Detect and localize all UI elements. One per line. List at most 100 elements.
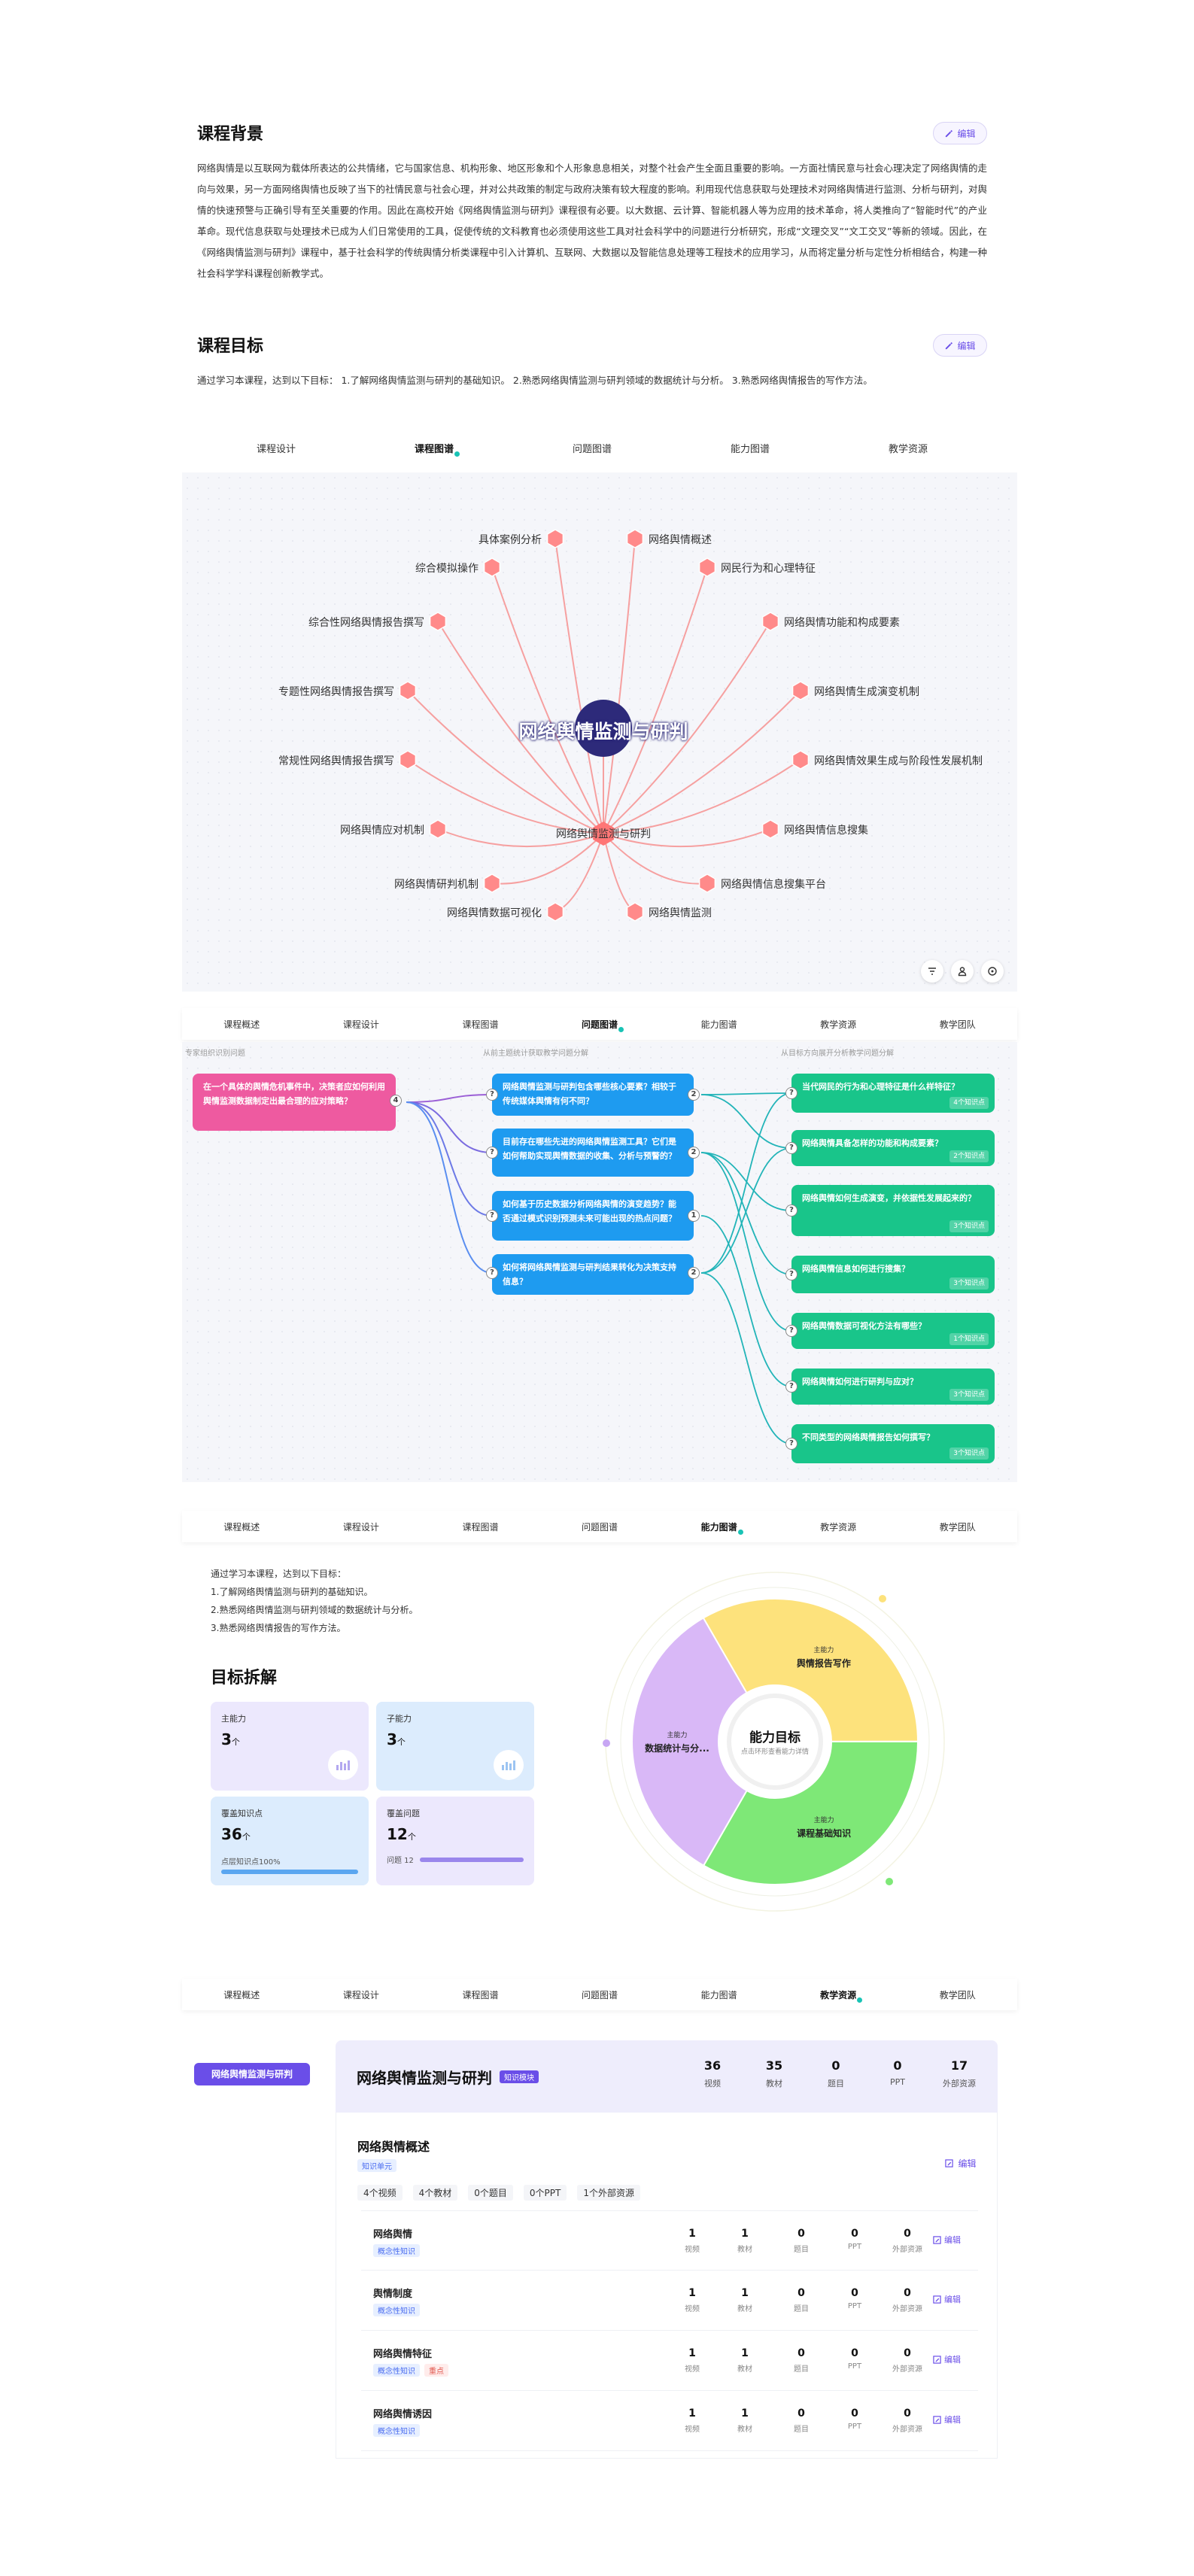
tab-teaching-resources[interactable]: 教学资源 xyxy=(779,1988,898,2003)
graph-node[interactable] xyxy=(429,819,447,839)
graph-node[interactable] xyxy=(429,612,447,631)
graph-node-label[interactable]: 网络舆情概述 xyxy=(649,534,712,546)
tab-overview[interactable]: 课程概述 xyxy=(223,1521,260,1533)
graph-node-label[interactable]: 网络舆情应对机制 xyxy=(340,825,424,837)
course-graph-canvas[interactable]: 具体案例分析网络舆情概述综合模拟操作网民行为和心理特征综合性网络舆情报告撰写网络… xyxy=(182,472,1017,992)
stat-card-problems[interactable]: 覆盖问题 12个 问题 12 xyxy=(376,1797,534,1885)
resource-sidebar-item[interactable]: 网络舆情监测与研判 xyxy=(194,2063,310,2085)
graph-node-label[interactable]: 具体案例分析 xyxy=(479,534,542,546)
donut-slice[interactable] xyxy=(631,1617,748,1867)
user-icon[interactable] xyxy=(951,960,974,983)
graph-node[interactable] xyxy=(791,681,810,700)
filter-icon[interactable] xyxy=(921,960,943,983)
tab-problem-graph[interactable]: 问题图谱 xyxy=(582,1989,618,2000)
level3-question-card[interactable]: 网络舆情信息如何进行搜集？3个知识点? xyxy=(785,1256,995,1293)
tab-teaching-team[interactable]: 教学团队 xyxy=(939,1989,976,2000)
tab-course-graph[interactable]: 课程图谱 xyxy=(355,441,513,457)
graph-node[interactable] xyxy=(399,750,417,770)
graph-node-label[interactable]: 综合模拟操作 xyxy=(415,563,479,575)
graph-node[interactable] xyxy=(698,873,716,893)
tab-overview[interactable]: 课程概述 xyxy=(223,1019,260,1030)
tab-course-graph[interactable]: 课程图谱 xyxy=(462,1019,499,1030)
graph-node[interactable] xyxy=(483,873,501,893)
problem-graph-canvas[interactable]: 专家组织识别问题 从前主题统计获取教学问题分解 从目标方向展开分析教学问题分解 … xyxy=(182,1042,1017,1482)
stat-card-knowledge[interactable]: 覆盖知识点 36个 点层知识点100% xyxy=(211,1797,369,1885)
resource-row-edit-button[interactable]: 编辑 xyxy=(933,2353,961,2365)
level3-question-card[interactable]: 网络舆情数据可视化方法有哪些？1个知识点? xyxy=(785,1313,995,1349)
level2-question-card[interactable]: 目前存在哪些先进的网络舆情监测工具？它们是如何帮助实现舆情数据的收集、分析与预警… xyxy=(486,1129,700,1177)
tab-teaching-team[interactable]: 教学团队 xyxy=(939,1521,976,1533)
graph-node-label[interactable]: 网络舆情效果生成与阶段性发展机制 xyxy=(814,755,983,767)
graph-center-node[interactable] xyxy=(575,700,632,757)
graph-node[interactable] xyxy=(483,557,501,577)
tab-ability-graph[interactable]: 能力图谱 xyxy=(700,1019,737,1030)
level2-question-card[interactable]: 如何基于历史数据分析网络舆情的演变趋势？能否通过模式识别预测未来可能出现的热点问… xyxy=(486,1191,700,1241)
level3-question-card[interactable]: 当代网民的行为和心理特征是什么样特征？4个知识点? xyxy=(785,1074,995,1113)
donut-slice[interactable] xyxy=(702,1740,919,1885)
graph-edge xyxy=(437,621,604,834)
graph-node-label[interactable]: 常规性网络舆情报告撰写 xyxy=(278,755,394,767)
graph-node-label[interactable]: 网络舆情信息搜集平台 xyxy=(721,879,826,891)
target-icon[interactable] xyxy=(981,960,1004,983)
level3-question-card[interactable]: 不同类型的网络舆情报告如何撰写？3个知识点? xyxy=(785,1424,995,1463)
stat-card-sub-ability[interactable]: 子能力 3个 xyxy=(376,1702,534,1791)
graph-node[interactable] xyxy=(761,612,779,631)
level2-question-card[interactable]: 如何将网络舆情监测与研判结果转化为决策支持信息？2? xyxy=(486,1254,700,1295)
tab-ability-graph[interactable]: 能力图谱 xyxy=(700,1989,737,2000)
tab-course-design[interactable]: 课程设计 xyxy=(342,1521,379,1533)
level3-question-card[interactable]: 网络舆情具备怎样的功能和构成要素？2个知识点? xyxy=(785,1130,995,1166)
tab-problem-graph[interactable]: 问题图谱 xyxy=(582,1521,618,1533)
tab-course-design[interactable]: 课程设计 xyxy=(342,1019,379,1030)
graph-node[interactable] xyxy=(791,750,810,770)
level3-question-card[interactable]: 网络舆情如何生成演变，并依据性发展起来的？3个知识点? xyxy=(785,1185,995,1236)
graph-node[interactable] xyxy=(626,902,644,922)
donut-slice[interactable] xyxy=(702,1598,919,1742)
stat-card-main-ability[interactable]: 主能力 3个 xyxy=(211,1702,369,1791)
tab-problem-graph[interactable]: 问题图谱 xyxy=(540,1018,660,1032)
graph-node-label[interactable]: 专题性网络舆情报告撰写 xyxy=(278,686,394,698)
tab-teaching-resources[interactable]: 教学资源 xyxy=(820,1521,857,1533)
level3-question-card[interactable]: 网络舆情如何进行研判与应对？3个知识点? xyxy=(785,1368,995,1405)
resource-row-edit-button[interactable]: 编辑 xyxy=(933,2413,961,2426)
graph-hub-node[interactable] xyxy=(593,822,614,846)
tab-teaching-resources[interactable]: 教学资源 xyxy=(888,443,928,455)
donut-center[interactable] xyxy=(722,1688,828,1795)
tab-teaching-resources[interactable]: 教学资源 xyxy=(820,1019,857,1030)
graph-node-label[interactable]: 网络舆情数据可视化 xyxy=(447,907,542,919)
resource-row-edit-button[interactable]: 编辑 xyxy=(933,2293,961,2305)
tab-problem-graph[interactable]: 问题图谱 xyxy=(572,443,612,455)
resource-row-edit-button[interactable]: 编辑 xyxy=(933,2234,961,2246)
graph-node[interactable] xyxy=(698,557,716,577)
level2-question-card[interactable]: 网络舆情监测与研判包含哪些核心要素？相较于传统媒体舆情有何不同？2? xyxy=(486,1074,700,1116)
graph-node[interactable] xyxy=(761,819,779,839)
background-edit-button[interactable]: 编辑 xyxy=(933,122,987,144)
graph-node-label[interactable]: 网络舆情研判机制 xyxy=(394,879,479,891)
goals-edit-button[interactable]: 编辑 xyxy=(933,334,987,357)
tab-course-graph[interactable]: 课程图谱 xyxy=(462,1989,499,2000)
tab-overview[interactable]: 课程概述 xyxy=(223,1989,260,2000)
root-question-card[interactable]: 在一个具体的舆情危机事件中，决策者应如何利用舆情监测数据制定出最合理的应对策略？… xyxy=(193,1074,402,1131)
graph-node-label[interactable]: 网络舆情监测 xyxy=(649,907,712,919)
graph-node-label[interactable]: 综合性网络舆情报告撰写 xyxy=(308,617,424,629)
tab-course-graph[interactable]: 课程图谱 xyxy=(462,1521,499,1533)
graph-edge xyxy=(603,833,708,885)
tab-course-design[interactable]: 课程设计 xyxy=(256,443,296,455)
graph-node-label[interactable]: 网民行为和心理特征 xyxy=(721,563,816,575)
graph-node-label[interactable]: 网络舆情信息搜集 xyxy=(784,825,868,837)
tab-ability-graph[interactable]: 能力图谱 xyxy=(730,443,770,455)
ability-donut[interactable]: 主能力舆情报告写作主能力课程基础知识主能力数据统计与分... 能力目标 点击环形… xyxy=(579,1569,971,1915)
tab-course-design[interactable]: 课程设计 xyxy=(342,1989,379,2000)
graph-node[interactable] xyxy=(399,681,417,700)
graph-node-label[interactable]: 网络舆情功能和构成要素 xyxy=(784,617,900,629)
resource-section-edit-button[interactable]: 编辑 xyxy=(938,2152,983,2174)
graph-node[interactable] xyxy=(546,529,564,548)
tab-teaching-team[interactable]: 教学团队 xyxy=(939,1019,976,1030)
graph-node-label[interactable]: 网络舆情生成演变机制 xyxy=(814,686,919,698)
graph-node[interactable] xyxy=(546,902,564,922)
graph-node[interactable] xyxy=(626,529,644,548)
tab-ability-graph[interactable]: 能力图谱 xyxy=(659,1520,779,1535)
